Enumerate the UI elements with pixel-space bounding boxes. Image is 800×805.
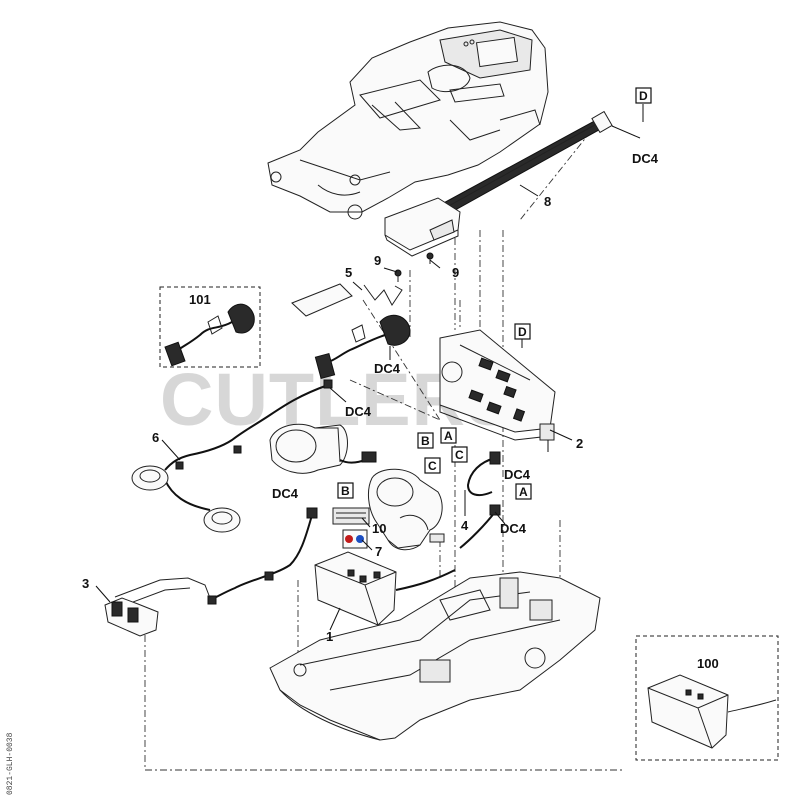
label-4: 4: [461, 518, 469, 533]
label-3: 3: [82, 576, 89, 591]
label-101: 101: [189, 292, 211, 307]
label-7: 7: [375, 544, 382, 559]
charging-contacts: [104, 577, 211, 637]
key-c-motor: C: [428, 459, 437, 473]
label-9-left: 9: [374, 253, 381, 268]
part-labels: 1 2 3 4 5 6 7 8 9 9 10 100 101 DC4 DC4 D…: [82, 151, 719, 671]
control-board: [439, 329, 556, 441]
label-dc4-left: DC4: [272, 486, 299, 501]
label-5: 5: [345, 265, 352, 280]
label-8: 8: [544, 194, 551, 209]
key-a-board: A: [444, 429, 453, 443]
label-dc4-a: DC4: [500, 521, 527, 536]
label-9-right: 9: [452, 265, 459, 280]
label-1: 1: [326, 629, 333, 644]
item-101-box: [159, 286, 261, 368]
leader-lines: [95, 104, 644, 631]
plate-and-clips: [291, 283, 403, 317]
item-100-battery: [647, 674, 777, 749]
item-100-box: [635, 635, 779, 761]
motor-harness: [207, 507, 318, 605]
label-6: 6: [152, 430, 159, 445]
key-d-top: D: [639, 89, 648, 103]
sensor-harness: [131, 379, 333, 533]
harness-c: [466, 451, 501, 497]
key-b-lower: B: [341, 484, 350, 498]
battery-harness: [459, 504, 501, 549]
label-2: 2: [576, 436, 583, 451]
label-100: 100: [697, 656, 719, 671]
label-dc4-board: DC4: [374, 361, 401, 376]
label-dc4-connector: DC4: [345, 404, 372, 419]
label-10: 10: [372, 521, 386, 536]
display-module: [384, 197, 461, 257]
battery-pack: [314, 551, 456, 626]
key-d-board: D: [518, 325, 527, 339]
motor-center: [367, 468, 445, 551]
item-101-harness: [164, 303, 255, 367]
upper-housing: [267, 21, 549, 220]
dc4-connector-harness: [314, 314, 411, 380]
reference-keys: D D B A C C B A: [337, 87, 652, 500]
label-dc4-top: DC4: [632, 151, 659, 166]
ribbon-cable: [439, 110, 613, 215]
key-a-lower: A: [519, 485, 528, 499]
key-b-board: B: [421, 434, 430, 448]
screws: [394, 252, 434, 282]
image-reference: 0821-GLH-0038: [6, 732, 15, 795]
label-dc4-c: DC4: [504, 467, 531, 482]
key-c-harness: C: [455, 448, 464, 462]
lower-chassis: [269, 571, 601, 741]
warning-labels: [332, 507, 370, 549]
motor-left: [269, 423, 377, 474]
